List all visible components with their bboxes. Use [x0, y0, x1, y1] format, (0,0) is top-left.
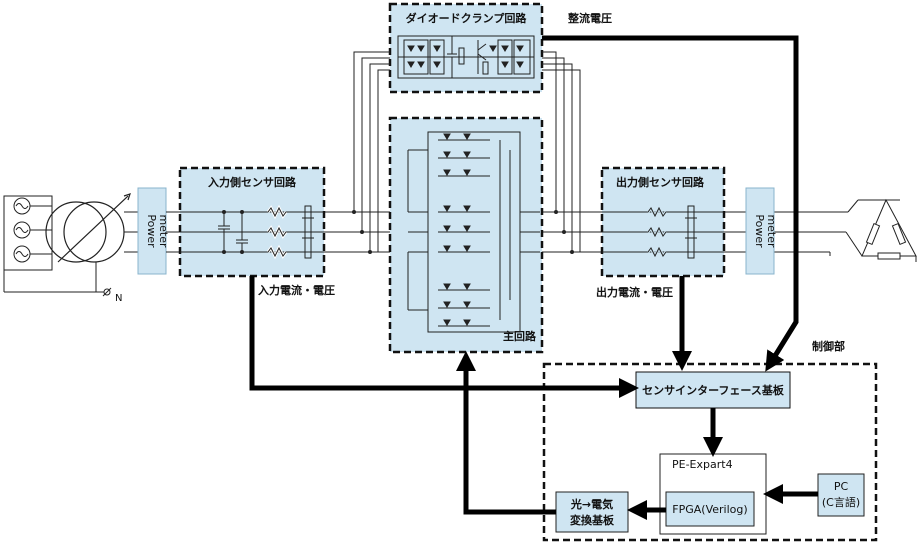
diode-clamp-circuit: ダイオードクランプ回路	[388, 2, 544, 94]
power-meter-right-line1: Power	[753, 214, 766, 248]
switch-group-middle	[438, 205, 490, 253]
resistor-icon	[647, 246, 667, 258]
neutral-label: N	[115, 293, 122, 304]
main-circuit: 主回路	[388, 116, 544, 354]
arrow-rectified	[542, 35, 799, 372]
switch-icon	[477, 40, 497, 74]
power-meter-right: Power meter	[745, 187, 778, 275]
sensor-interface-title: センサインターフェース基板	[642, 383, 785, 397]
clamp-right-wires	[542, 51, 581, 252]
resistor-icon	[647, 226, 667, 238]
control-title: 制御部	[812, 339, 845, 353]
transformer-icon	[45, 193, 131, 263]
opt-converter-line1: 光→電気	[570, 497, 613, 511]
resistor-icon	[267, 206, 287, 218]
output-sensor-circuit: 出力側センサ回路	[600, 166, 726, 278]
pc-line1: PC	[834, 480, 849, 493]
resistor-icon	[458, 47, 465, 65]
sensor-element-icon	[685, 205, 697, 259]
resistor-icon	[267, 246, 287, 258]
signal-arrows	[249, 35, 818, 520]
control-section: 制御部 センサインターフェース基板 PE-Expart4 FPGA(Verilo…	[542, 339, 878, 542]
output-cv-label: 出力電流・電圧	[596, 285, 673, 299]
capacitor-icon	[218, 212, 230, 252]
sensor-element-icon	[302, 205, 314, 259]
switch-group-top	[438, 133, 490, 177]
fpga-title: FPGA(Verilog)	[672, 503, 747, 516]
output-sensor-title: 出力側センサ回路	[616, 175, 705, 189]
diode-bridge-icon	[429, 39, 445, 75]
delta-load-icon	[829, 198, 917, 262]
opt-converter-line2: 変換基板	[570, 513, 615, 527]
arrow-input-sensor	[249, 276, 639, 398]
resistor-icon	[647, 206, 667, 218]
input-sensor-title: 入力側センサ回路	[208, 175, 297, 189]
input-sensor-circuit: 入力側センサ回路	[178, 166, 326, 278]
capacitor-icon	[447, 36, 457, 78]
rectified-voltage-label: 整流電圧	[567, 11, 612, 25]
diode-clamp-title: ダイオードクランプ回路	[406, 11, 528, 25]
pe-expert-title: PE-Expart4	[672, 458, 733, 471]
resistor-icon	[267, 226, 287, 238]
input-cv-label: 入力電流・電圧	[258, 283, 335, 297]
clamp-left-wires	[353, 51, 390, 252]
neutral-terminal-icon	[102, 287, 112, 297]
diode-bridge-icon	[513, 39, 531, 75]
diode-bridge-icon	[403, 39, 429, 75]
diode-bridge-icon	[497, 39, 513, 75]
ac-source-group	[3, 195, 96, 293]
switch-group-bottom	[438, 283, 490, 327]
power-meter-right-line2: meter	[765, 214, 778, 248]
pc-line2: (C言語)	[822, 495, 860, 509]
power-meter-left: Power meter	[137, 187, 170, 275]
power-meter-left-line1: Power	[145, 214, 158, 248]
power-meter-left-line2: meter	[157, 214, 170, 248]
arrow-opt-main	[456, 351, 556, 515]
resistor-icon	[482, 61, 489, 75]
